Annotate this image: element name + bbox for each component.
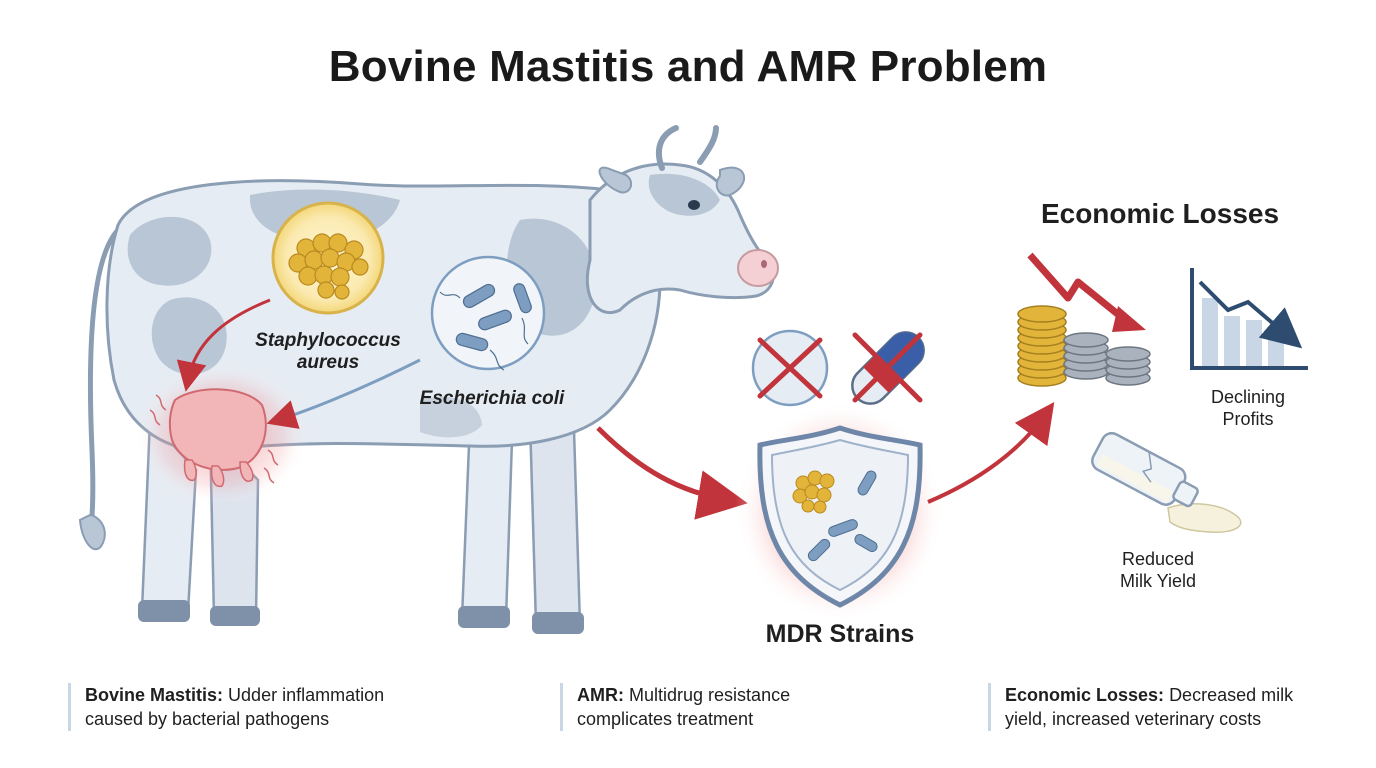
staph-label-line1: Staphylococcus [255,330,401,351]
caption-bovine-mastitis-text1: Udder inflammation [228,685,385,705]
caption-economic-losses-text2: yield, increased veterinary costs [1005,709,1262,729]
caption-amr-text1: Multidrug resistance [629,685,791,705]
reduced-milk-line2: Milk Yield [1119,571,1197,591]
staph-label: Staphylococcus aureus [238,330,418,374]
caption-amr-term: AMR: [577,685,624,705]
declining-profits-label: Declining Profits [1178,386,1318,430]
caption-bovine-mastitis-text2: caused by bacterial pathogens [85,709,330,729]
staphylococcus-icon [271,201,385,315]
caption-economic-losses-term: Economic Losses: [1005,685,1165,705]
declining-profits-chart-icon [1190,268,1308,370]
staph-label-line2: aureus [296,352,360,373]
ecoli-icon [430,255,546,371]
reduced-milk-line1: Reduced [1121,549,1195,569]
economic-losses-title: Economic Losses [1040,198,1280,229]
caption-economic-losses-text1: Decreased milk [1169,685,1294,705]
mdr-strains-label: MDR Strains [765,620,915,648]
crossed-pill-icon [751,329,829,407]
declining-profits-line1: Declining [1210,387,1286,407]
declining-profits-line2: Profits [1222,409,1274,429]
caption-amr: AMR: Multidrug resistance complicates tr… [560,683,907,731]
spilled-milk-icon [1091,431,1242,533]
mdr-to-economic-arrow [927,401,1055,504]
page-title: Bovine Mastitis and AMR Problem [328,42,1048,91]
caption-bovine-mastitis: Bovine Mastitis: Udder inflammation caus… [68,683,485,731]
caption-amr-text2: complicates treatment [577,709,754,729]
ecoli-label: Escherichia coli [419,388,565,409]
coins-icon [1017,305,1151,387]
staph-to-udder-arrow [176,298,271,392]
caption-economic-losses: Economic Losses: Decreased milk yield, i… [988,683,1345,731]
caption-bovine-mastitis-term: Bovine Mastitis: [85,685,224,705]
falling-arrow-icon [1027,252,1128,323]
reduced-milk-yield-label: Reduced Milk Yield [1088,548,1228,592]
crossed-capsule-icon [851,331,925,405]
falling-arrow-head [1112,306,1146,332]
mdr-shield-icon [735,402,945,622]
cow-to-mdr-arrow [596,426,748,520]
ecoli-to-udder-arrow [266,358,421,429]
inflamed-udder [134,363,310,507]
